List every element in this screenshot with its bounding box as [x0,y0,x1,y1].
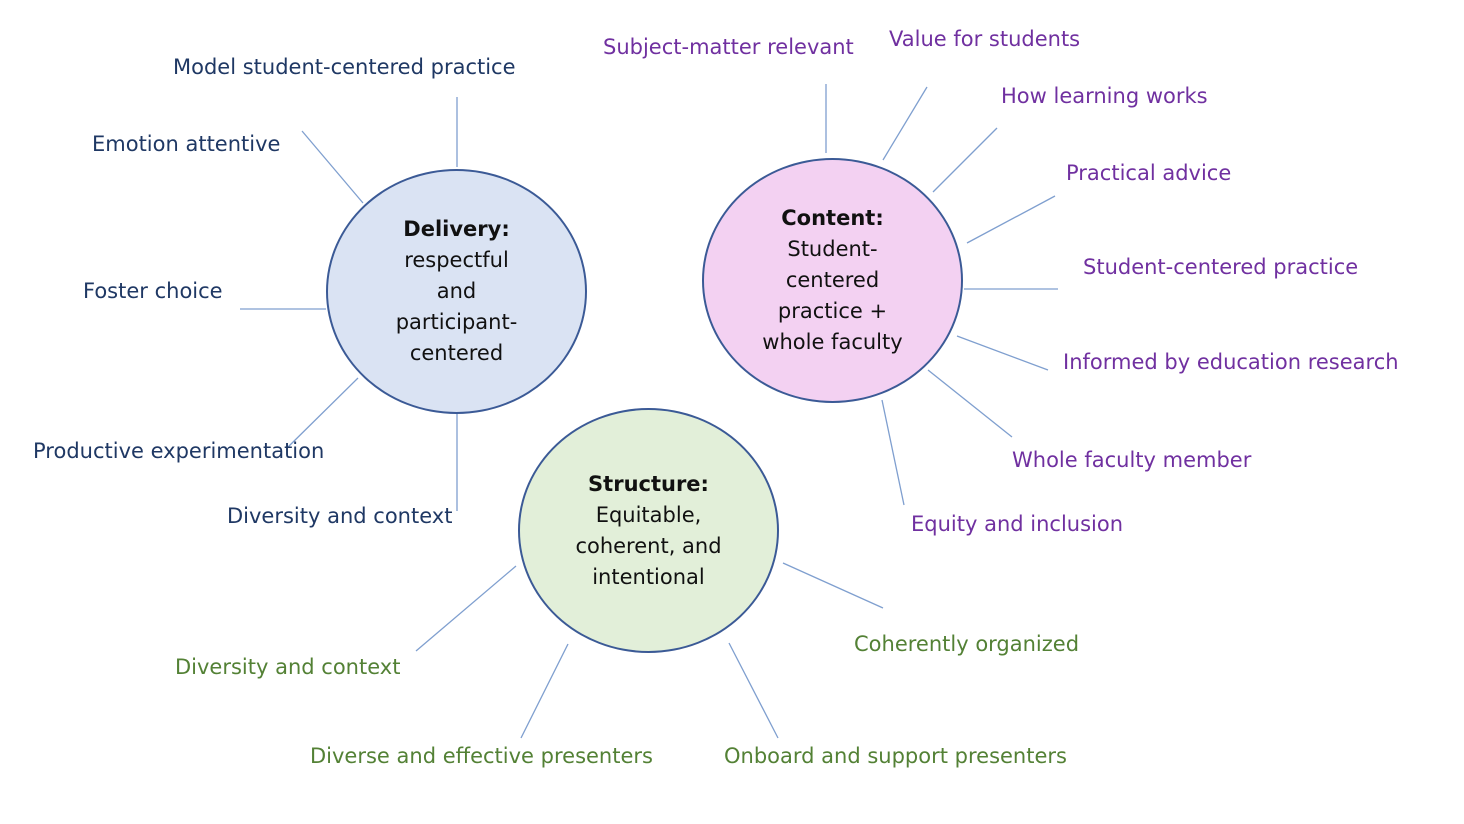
delivery-label-emotion-attentive: Emotion attentive [92,132,281,156]
content-label-whole-faculty-member: Whole faculty member [1012,448,1252,472]
spoke-structure-diversity [415,565,517,652]
structure-label-diversity-context: Diversity and context [175,655,401,679]
delivery-label-diversity-context: Diversity and context [227,504,453,528]
spoke-content-advice [966,195,1056,244]
spoke-delivery-experimentation [286,377,359,449]
spoke-structure-coherent [782,562,884,609]
content-title: Content: [781,206,884,230]
structure-circle: Structure: Equitable, coherent, and inte… [518,408,779,653]
content-label-how-learning-works: How learning works [1001,84,1208,108]
structure-label-onboard-presenters: Onboard and support presenters [724,744,1067,768]
structure-description: Equitable, coherent, and intentional [575,502,722,589]
spoke-content-whole [927,369,1013,438]
spoke-content-learning [932,127,998,193]
delivery-circle: Delivery: respectful and participant- ce… [326,169,587,414]
delivery-label-productive-experimentation: Productive experimentation [33,439,325,463]
structure-label-diverse-presenters: Diverse and effective presenters [310,744,653,768]
delivery-description: respectful and participant- centered [395,248,518,365]
spoke-content-equity [881,399,905,506]
content-label-student-centered-practice: Student-centered practice [1083,255,1359,279]
delivery-label-model-practice: Model student-centered practice [173,55,516,79]
spoke-content-research [956,335,1049,371]
content-description: Student- centered practice + whole facul… [762,237,903,354]
content-label-equity-inclusion: Equity and inclusion [911,512,1124,536]
structure-title: Structure: [588,471,709,496]
delivery-title: Delivery: [403,217,510,241]
structure-label-coherently-organized: Coherently organized [854,632,1080,656]
content-label-practical-advice: Practical advice [1066,161,1232,185]
content-label-education-research: Informed by education research [1063,350,1399,374]
content-label-value-students: Value for students [889,27,1081,51]
content-label-subject-matter: Subject-matter relevant [603,35,854,59]
content-circle: Content: Student- centered practice + wh… [702,158,963,403]
spoke-content-value [882,86,928,161]
spoke-structure-presenters [520,643,569,739]
spoke-delivery-emotion [301,130,364,204]
spoke-structure-onboard [728,642,779,739]
delivery-label-foster-choice: Foster choice [83,279,223,303]
